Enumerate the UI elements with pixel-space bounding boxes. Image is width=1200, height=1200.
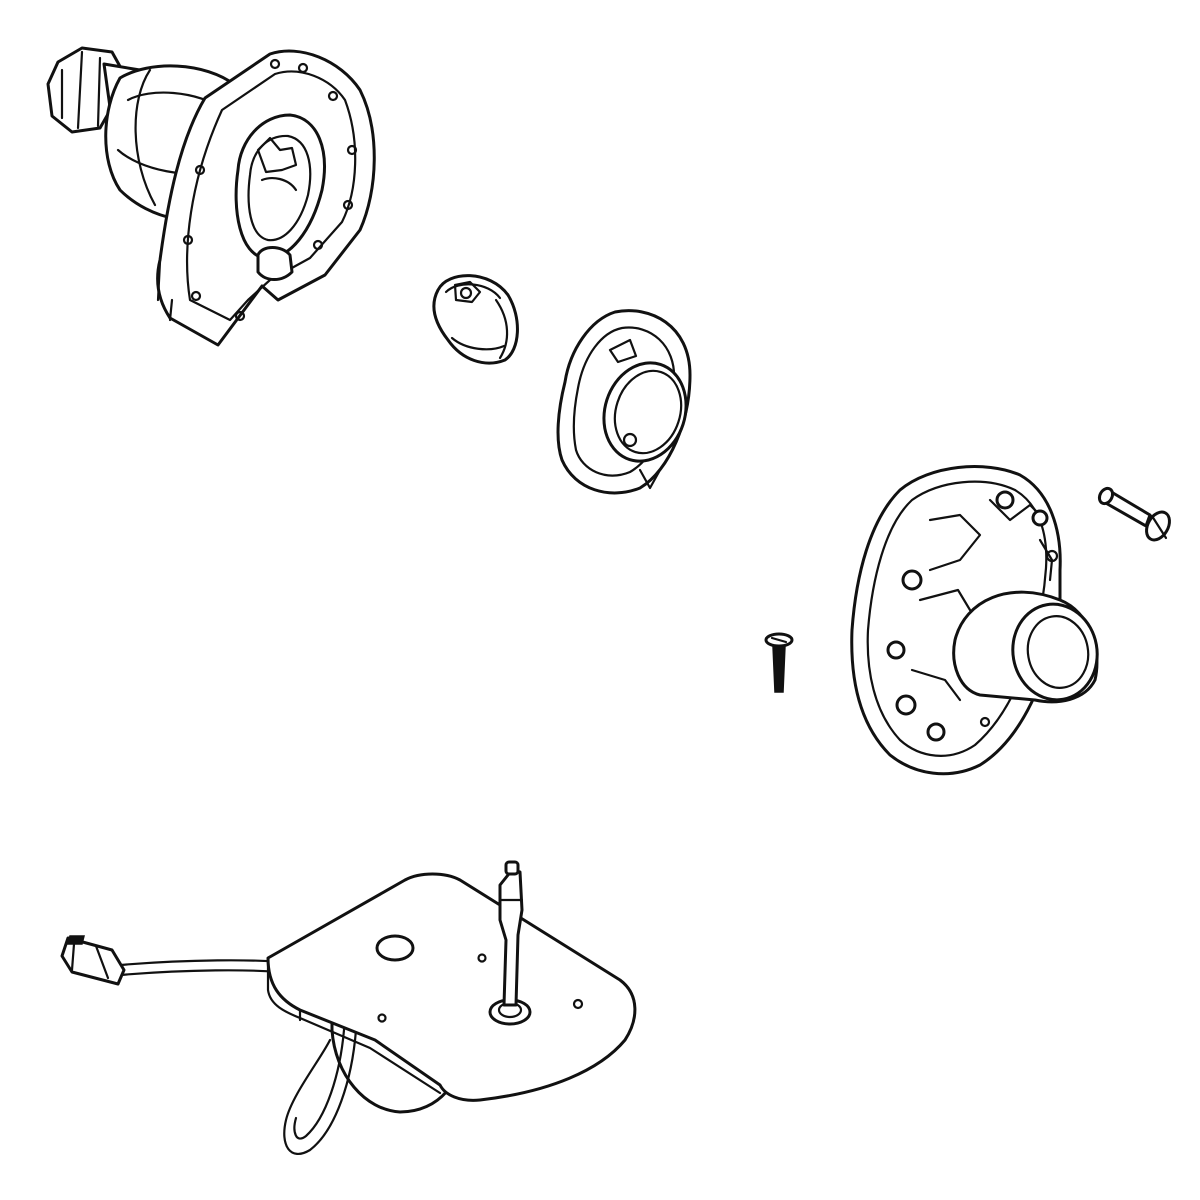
cam-cartridge <box>432 274 519 365</box>
valve-body <box>46 46 376 347</box>
long-screw <box>1097 486 1171 542</box>
short-screw <box>764 632 794 693</box>
motor-plate <box>60 860 637 1156</box>
handle-housing <box>850 465 1099 776</box>
bezel-ring <box>556 309 692 495</box>
